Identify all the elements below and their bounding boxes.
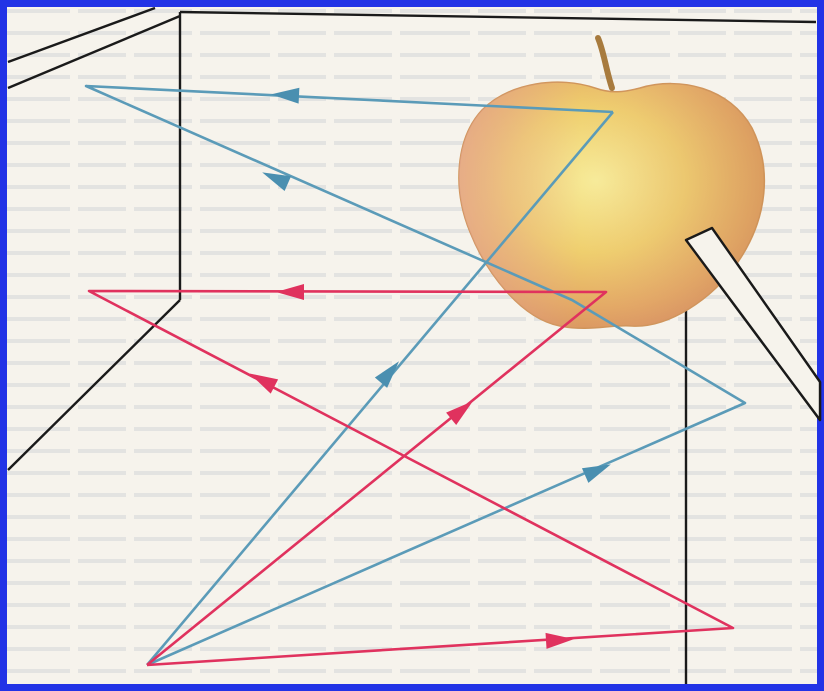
mirror-box-diagram [0,0,824,691]
diagram-canvas [0,0,824,691]
